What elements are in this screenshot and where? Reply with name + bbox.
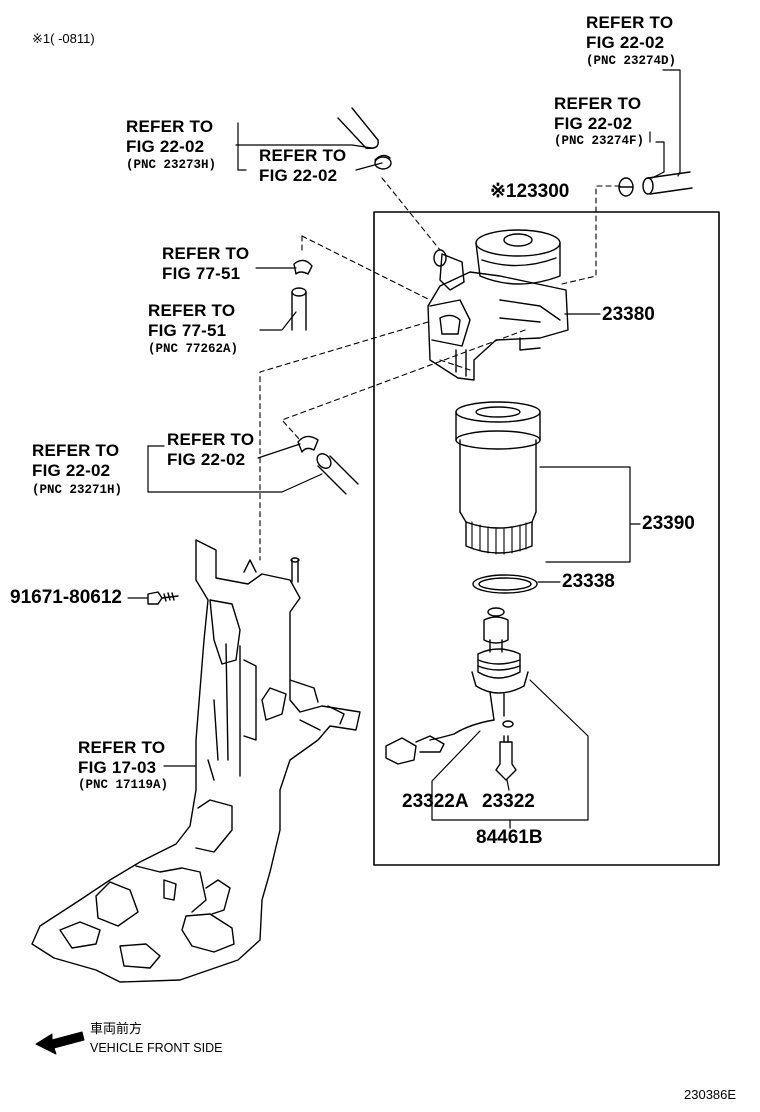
- assembly-box: [373, 211, 720, 866]
- ref-pnc: (PNC 17119A): [78, 778, 169, 792]
- ref-line1: REFER TO: [167, 430, 255, 449]
- ref-pnc: (PNC 23273H): [126, 158, 217, 172]
- ref-line1: REFER TO: [259, 146, 347, 165]
- ref-line2: FIG 77-51: [148, 321, 227, 340]
- o-ring: [472, 574, 538, 594]
- ref-pnc: (PNC 77262A): [148, 342, 239, 356]
- ref-pnc: (PNC 23271H): [32, 483, 123, 497]
- ref-line2: FIG 77-51: [162, 264, 241, 283]
- part-23338: 23338: [562, 571, 615, 592]
- variant-note: ※1( -0811): [32, 31, 95, 46]
- part-23390: 23390: [642, 513, 695, 534]
- ref-line2: FIG 22-02: [32, 461, 111, 480]
- ref-line2: FIG 22-02: [259, 166, 338, 185]
- direction-jp: 車両前方: [90, 1021, 143, 1036]
- part-84461B: 84461B: [476, 827, 543, 848]
- ref-pnc: (PNC 23274F): [554, 134, 645, 148]
- routing-dashes: [259, 177, 621, 561]
- assembly-number: ※123300: [490, 181, 570, 202]
- leader-lines: [127, 69, 681, 829]
- ref-line1: REFER TO: [32, 441, 120, 460]
- direction-en: VEHICLE FRONT SIDE: [90, 1041, 223, 1055]
- ref-line2: FIG 22-02: [586, 33, 665, 52]
- ref-pnc: (PNC 23274D): [586, 54, 677, 68]
- ref-line2: FIG 17-03: [78, 758, 157, 777]
- part-23380: 23380: [602, 304, 655, 325]
- ref-line1: REFER TO: [554, 94, 642, 113]
- left-small-parts: [147, 259, 359, 605]
- part-23322: 23322: [482, 791, 535, 812]
- filter-head: [427, 229, 569, 381]
- ref-line1: REFER TO: [162, 244, 250, 263]
- water-sensor: [385, 607, 529, 781]
- ref-line2: FIG 22-02: [554, 114, 633, 133]
- ref-line1: REFER TO: [126, 117, 214, 136]
- front-arrow: [35, 1031, 85, 1055]
- mounting-bracket: [31, 539, 361, 983]
- part-23322A: 23322A: [402, 791, 469, 812]
- upper-hoses: [337, 107, 693, 197]
- figure-code: 230386E: [684, 1087, 737, 1102]
- ref-line2: FIG 22-02: [126, 137, 205, 156]
- ref-line1: REFER TO: [148, 301, 236, 320]
- ref-line1: REFER TO: [586, 13, 674, 32]
- part-bolt: 91671-80612: [10, 587, 122, 608]
- filter-cartridge: [455, 401, 541, 555]
- o-ring-inner: [478, 577, 532, 591]
- ref-line2: FIG 22-02: [167, 450, 246, 469]
- ref-line1: REFER TO: [78, 738, 166, 757]
